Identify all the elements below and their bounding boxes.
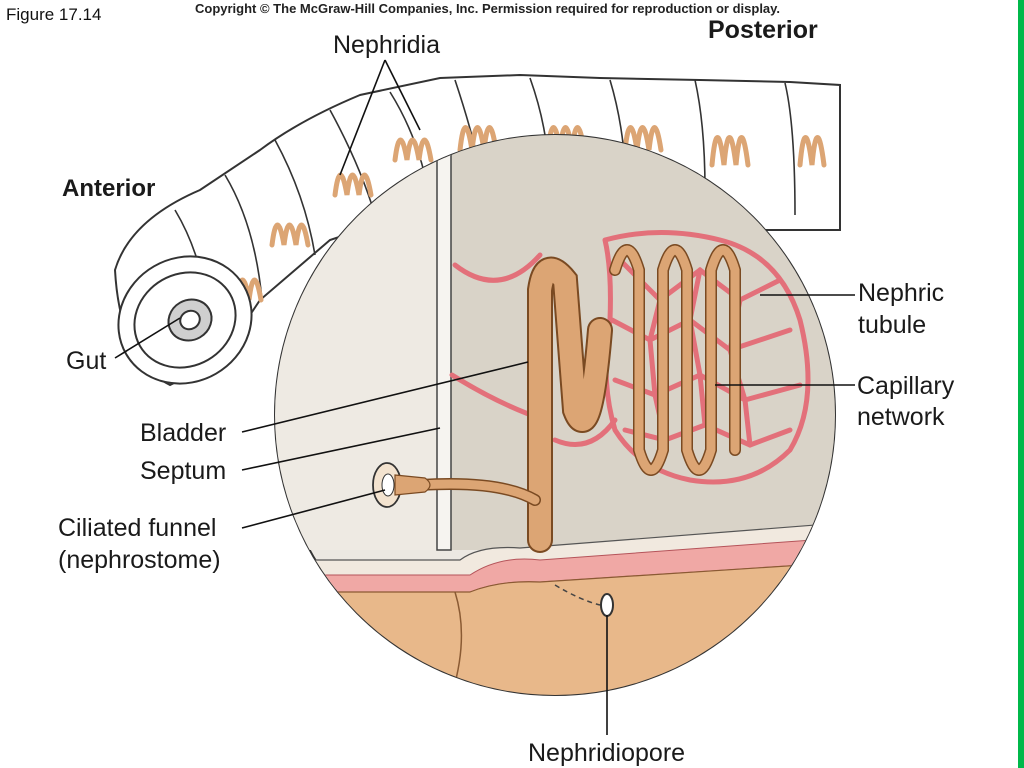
label-posterior: Posterior [708,16,818,44]
label-nephrostome: (nephrostome) [58,546,221,574]
accent-strip [1018,0,1024,768]
label-nephric: Nephric [858,279,945,307]
ciliated-funnel [372,462,431,508]
label-bladder: Bladder [140,419,227,447]
nephric-tubule [414,244,741,553]
septum [436,135,452,551]
worm-cut-end [117,255,253,385]
label-anterior: Anterior [62,175,156,202]
label-tubule: tubule [858,311,927,339]
label-septum: Septum [140,457,227,485]
leader-lines [114,59,855,735]
label-capillary: Capillary [857,372,955,400]
figure-number: Figure 17.14 [6,5,102,24]
label-network: network [857,403,945,431]
label-nephridiopore: Nephridiopore [528,739,686,767]
label-gut: Gut [66,347,107,375]
label-nephridia: Nephridia [333,31,441,59]
label-ciliated-funnel: Ciliated funnel [58,514,217,542]
copyright-notice: Copyright © The McGraw-Hill Companies, I… [195,1,781,16]
nephridiopore [554,584,614,617]
